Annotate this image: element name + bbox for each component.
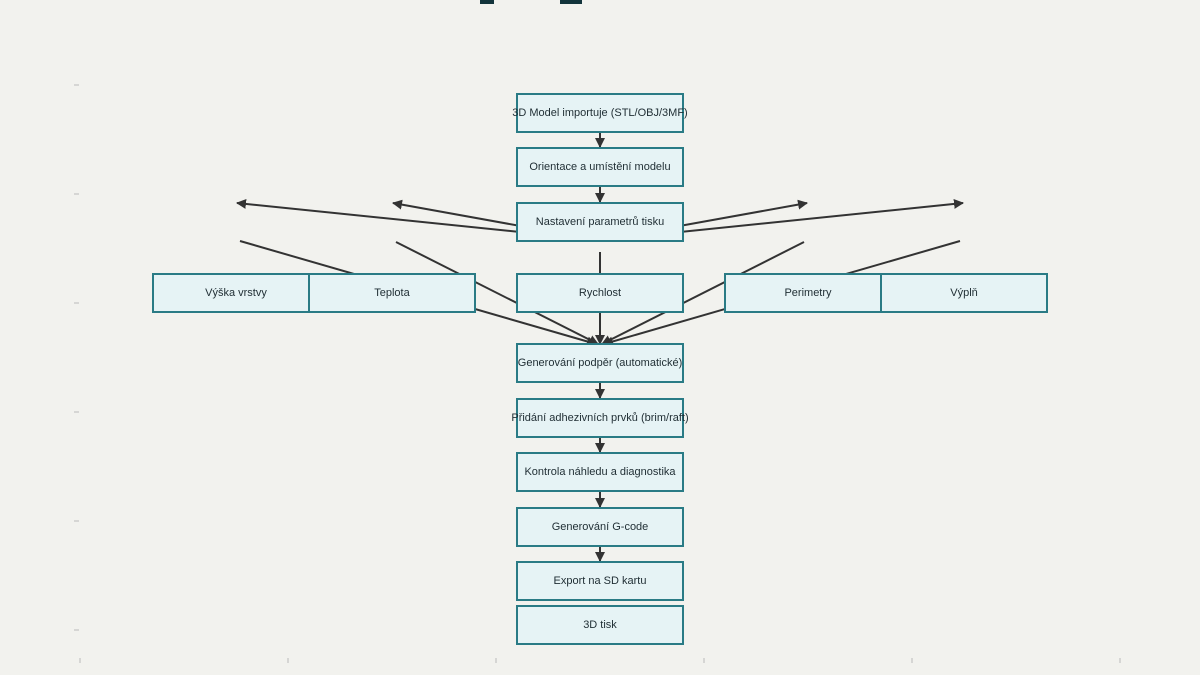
node-infill: Výplň [880,273,1048,313]
title-fragment [560,0,582,4]
node-layer-height: Výška vrstvy [152,273,320,313]
node-params: Nastavení parametrů tisku [516,202,684,242]
node-export: Export na SD kartu [516,561,684,601]
node-orientation: Orientace a umístění modelu [516,147,684,187]
node-gcode: Generování G-code [516,507,684,547]
node-temperature: Teplota [308,273,476,313]
node-speed: Rychlost [516,273,684,313]
node-perimeters: Perimetry [724,273,892,313]
edge-temperature-to-supports [395,241,599,345]
node-adhesion: Přidání adhezivních prvků (brim/raft) [511,398,689,438]
title-fragment [480,0,494,4]
axis-ticks [74,84,1121,663]
node-print: 3D tisk [516,605,684,645]
node-supports: Generování podpěr (automatické) [516,343,684,383]
node-preview: Kontrola náhledu a diagnostika [516,452,684,492]
node-import: 3D Model importuje (STL/OBJ/3MF) [512,93,688,133]
edge-perimeters-to-supports [601,241,805,345]
